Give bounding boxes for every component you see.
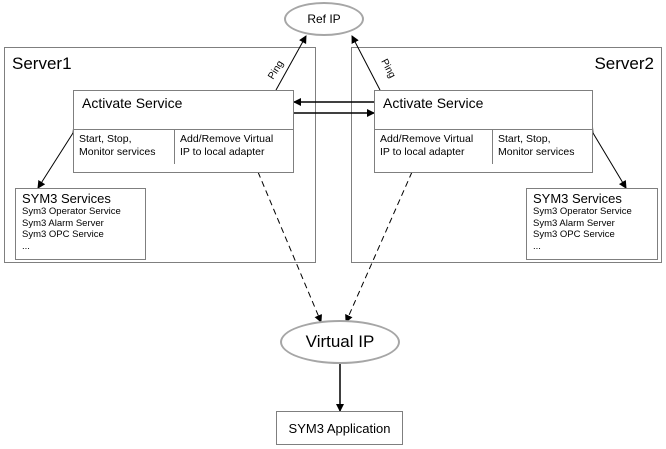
ref-ip-node: Ref IP xyxy=(284,2,364,36)
server1-virtual-ip-cell: Add/Remove Virtual IP to local adapter xyxy=(174,129,294,164)
server1-title: Server1 xyxy=(12,54,72,73)
server2-virtual-ip-cell: Add/Remove Virtual IP to local adapter xyxy=(375,129,492,164)
ping-arrow-server2 xyxy=(351,35,381,91)
list-item: Sym3 Operator Service xyxy=(533,206,632,217)
arrow-s2-services xyxy=(585,124,627,189)
sym3-application-label: SYM3 Application xyxy=(288,420,391,436)
sym3-application-box: SYM3 Application xyxy=(276,411,403,445)
dashed-s2-virtual-ip xyxy=(345,163,419,323)
virtual-ip-label: Virtual IP xyxy=(305,332,375,351)
list-item: ... xyxy=(22,240,30,252)
list-item: Sym3 Operator Service xyxy=(22,206,121,217)
ping-arrow-server1 xyxy=(275,35,307,91)
dashed-s1-virtual-ip xyxy=(251,163,322,323)
server2-title: Server2 xyxy=(594,54,654,73)
list-item: ... xyxy=(533,240,541,252)
server1-services-title: SYM3 Services xyxy=(22,191,111,206)
server2-start-stop-cell: Start, Stop, Monitor services xyxy=(492,129,593,164)
server1-sym3-services: SYM3 Services Sym3 Operator Service Sym3… xyxy=(15,188,146,260)
ref-ip-label: Ref IP xyxy=(307,12,341,26)
server2-sym3-services: SYM3 Services Sym3 Operator Service Sym3… xyxy=(526,188,658,260)
arrow-s1-services xyxy=(37,124,81,189)
list-item: Sym3 Alarm Server xyxy=(22,217,104,229)
server1-activate-service-title: Activate Service xyxy=(82,95,183,111)
ping-label-server2: Ping xyxy=(378,57,397,80)
server1-activate-service: Activate Service Start, Stop, Monitor se… xyxy=(73,90,294,173)
list-item: Sym3 OPC Service xyxy=(22,229,104,240)
server1-start-stop-cell: Start, Stop, Monitor services xyxy=(74,129,174,164)
ping-label-server1: Ping xyxy=(266,59,286,82)
server2-activate-service-title: Activate Service xyxy=(383,95,484,111)
server2-activate-service: Activate Service Add/Remove Virtual IP t… xyxy=(374,90,593,173)
list-item: Sym3 Alarm Server xyxy=(533,217,615,229)
virtual-ip-node: Virtual IP xyxy=(280,320,400,364)
server2-services-title: SYM3 Services xyxy=(533,191,622,206)
list-item: Sym3 OPC Service xyxy=(533,229,615,240)
